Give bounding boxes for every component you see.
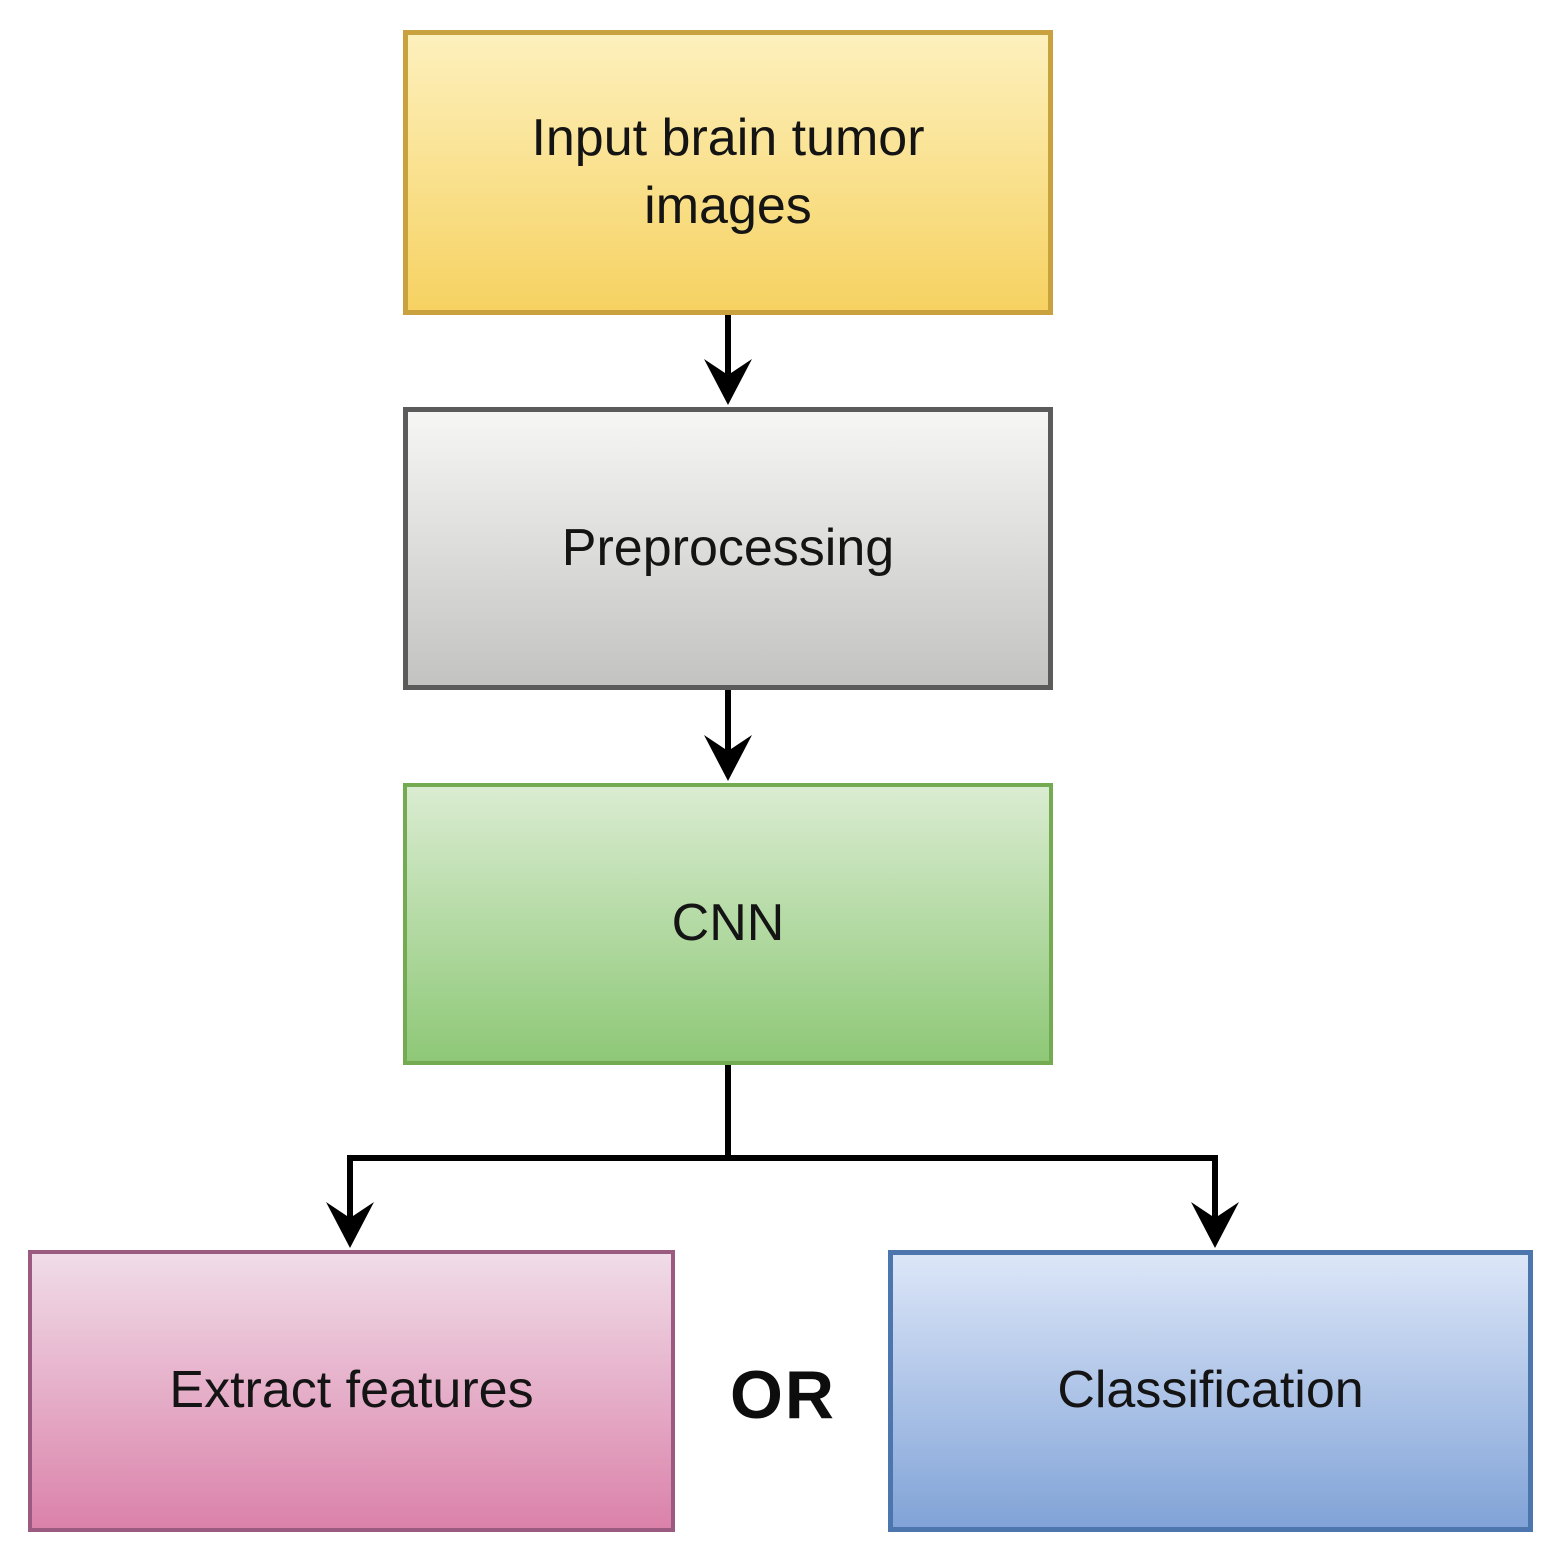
node-input-brain-tumor-images: Input brain tumor images [403,30,1053,315]
arrow-cnn-to-classification [1191,1155,1239,1248]
arrow-input-to-preprocessing [704,315,752,405]
arrow-cnn-to-extract-features [326,1155,374,1248]
node-extract-features-label: Extract features [169,1361,534,1420]
node-extract-features: Extract features [28,1250,675,1532]
node-classification-label: Classification [1057,1361,1364,1420]
node-preprocessing-label: Preprocessing [561,518,895,577]
arrow-preprocessing-to-cnn [704,690,752,781]
branch-connector [350,1065,1215,1161]
node-classification: Classification [888,1250,1533,1532]
node-cnn-label: CNN [671,894,785,953]
node-input-label: Input brain tumor images [531,108,925,235]
node-preprocessing: Preprocessing [403,407,1053,690]
node-cnn: CNN [403,783,1053,1065]
or-label: OR [730,1357,836,1433]
